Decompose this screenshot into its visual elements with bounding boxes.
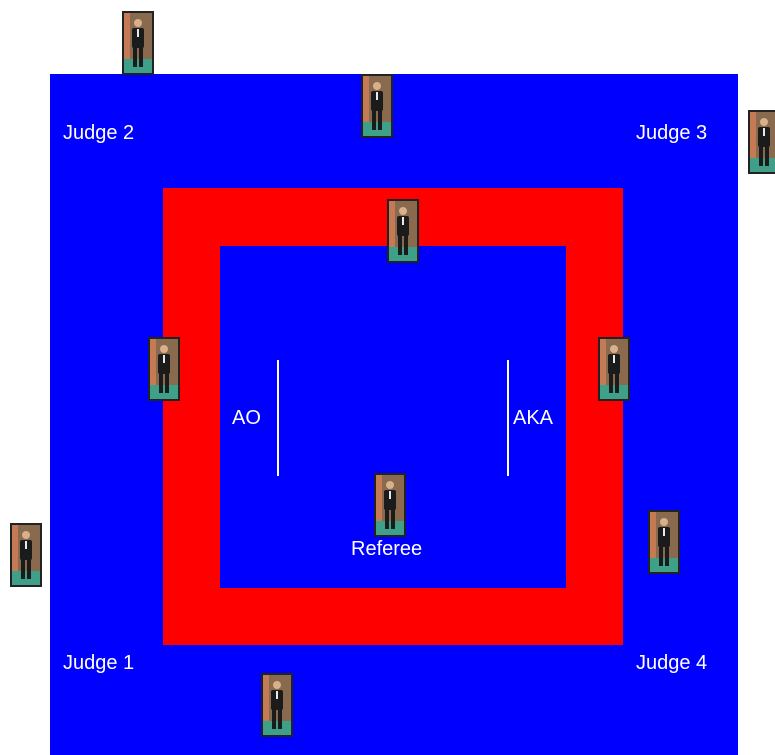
judge-4-label: Judge 4 [636,652,708,674]
judge-1-label: Judge 1 [63,652,135,674]
aka-label: AKA [513,407,554,429]
official-photo-icon [748,110,775,174]
official-photo-icon [387,199,419,263]
official-photo-icon [122,11,154,75]
ao-start-line [277,360,279,476]
official-photo-icon [261,673,293,737]
official-photo-icon [648,510,680,574]
official-photo-icon [374,473,406,537]
judge-2-label: Judge 2 [63,122,135,144]
ao-label: AO [232,407,261,429]
official-photo-icon [10,523,42,587]
referee-label: Referee [351,538,423,560]
official-photo-icon [148,337,180,401]
judge-3-label: Judge 3 [636,122,708,144]
official-photo-icon [361,74,393,138]
official-photo-icon [598,337,630,401]
aka-start-line [507,360,509,476]
